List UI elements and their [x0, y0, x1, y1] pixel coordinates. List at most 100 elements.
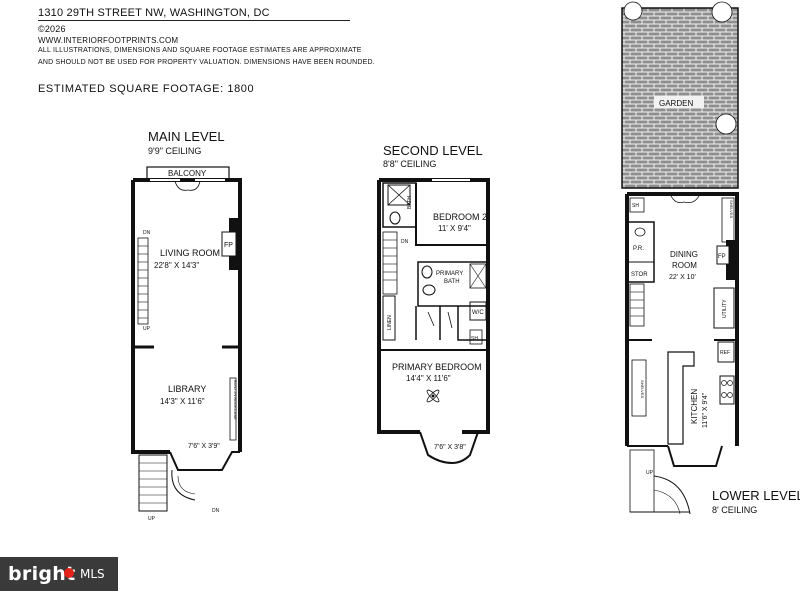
main-stair: DN UP [137, 230, 151, 332]
ceiling-fan-icon [426, 389, 440, 403]
plan-line [387, 184, 411, 206]
utility-closet [713, 287, 735, 329]
levels-lower-dining-room-2: ROOM [672, 261, 697, 270]
levels-lower-sh: SH [632, 203, 639, 209]
levels-lower-shelves: SHELVES [729, 200, 734, 218]
plan-line [422, 284, 436, 296]
plan-line [717, 341, 735, 363]
plan-line [654, 96, 704, 108]
plan-line [421, 265, 433, 279]
main-level-title: MAIN LEVEL [148, 129, 225, 144]
garden-label: GARDEN [659, 99, 693, 108]
plan-line [469, 263, 487, 289]
levels-second-sh: SH [471, 336, 478, 342]
plan-line [721, 392, 727, 398]
second-level-title: SECOND LEVEL [383, 143, 483, 158]
levels-lower-fp: FP [718, 254, 726, 260]
plan-line [174, 180, 201, 191]
lower-level-title: LOWER LEVEL [712, 488, 800, 503]
primary-bedroom-dim: 14'4" X 11'6" [406, 374, 451, 383]
kitchen-label: KITCHEN [690, 389, 699, 424]
plan-line [627, 221, 655, 283]
plan-line [623, 1, 643, 21]
main-fp-label: FP [224, 242, 233, 249]
website-text: WWW.INTERIORFOOTPRINTS.COM [38, 36, 179, 45]
bedroom-2-dim: 11' X 9'4" [438, 224, 471, 233]
plan-line [171, 469, 196, 501]
plan-line [669, 193, 701, 204]
levels-main-up: UP [143, 326, 151, 332]
second-stair: DN [382, 231, 409, 295]
powder-room-label: P.R. [633, 246, 644, 252]
levels-lower-shelves: SHELVES [640, 380, 645, 398]
disclaimer-line-1: ALL ILLUSTRATIONS, DIMENSIONS AND SQUARE… [38, 47, 362, 54]
plan-line [427, 311, 453, 329]
header-divider [38, 20, 350, 21]
levels-second-primary-bath-1: PRIMARY [436, 271, 463, 277]
brand-accent-dot [64, 568, 74, 578]
kitchen-dim: 11'6" X 9'4" [702, 392, 709, 428]
levels-second-bath: BATH [407, 196, 413, 209]
main-front-bay [169, 451, 240, 471]
brand-name: bright [8, 563, 76, 585]
plan-line [631, 359, 647, 417]
primary-bath [417, 261, 489, 307]
plan-line [629, 449, 655, 513]
plan-line [426, 389, 440, 403]
plan-line [629, 197, 645, 213]
dining-room-dim: 22' X 10' [669, 274, 696, 281]
levels-lower-up: UP [646, 470, 654, 476]
built-in-bookcase [229, 377, 237, 441]
library-label: LIBRARY [168, 384, 206, 394]
plan-line [382, 231, 398, 295]
plan-line [389, 211, 401, 225]
levels-main-dn: DN [143, 230, 151, 236]
plan-line [716, 245, 730, 265]
plan-line [653, 489, 681, 515]
levels-second-wic: W/C [472, 310, 484, 316]
lower-level-plan: GARDEN SH P.R. STOR SHELVES DINING ROOM … [621, 1, 800, 515]
plan-line [431, 394, 435, 398]
plan-line [711, 1, 733, 23]
bright-mls-logo: bright MLS [0, 557, 118, 591]
levels-second-primary-bath-2: BATH [444, 279, 460, 285]
kitchen-island [667, 351, 695, 445]
brand-suffix: MLS [80, 567, 105, 581]
plan-line [727, 392, 733, 398]
copyright-text: ©2026 [38, 24, 66, 34]
plan-line [138, 454, 168, 512]
plan-line [469, 329, 483, 345]
dining-room-label: DINING [670, 250, 698, 259]
plan-line [469, 301, 487, 321]
plan-line [177, 475, 196, 495]
library-dim: 14'3" X 11'6" [160, 397, 205, 406]
balcony-label: BALCONY [168, 169, 207, 178]
main-level-ceiling: 9'9" CEILING [148, 146, 201, 156]
plan-line [667, 445, 723, 467]
levels-lower-ref: REF [720, 350, 730, 356]
main-exterior-stair: UP DN [138, 454, 220, 522]
levels-lower-utility: UTILITY [722, 299, 728, 318]
disclaimer-line-2: AND SHOULD NOT BE USED FOR PROPERTY VALU… [38, 59, 375, 66]
levels-main-dn: DN [212, 508, 220, 514]
plan-line [387, 184, 411, 206]
storage-label: STOR [631, 272, 648, 278]
plan-line [426, 389, 440, 403]
living-room-dim: 22'8" X 14'3" [154, 261, 199, 270]
square-footage: ESTIMATED SQUARE FOOTAGE: 1800 [38, 83, 255, 95]
plan-line [721, 380, 727, 386]
plan-line [137, 237, 149, 325]
plan-line [629, 283, 645, 327]
living-room-label: LIVING ROOM [160, 248, 220, 258]
plan-line [415, 306, 488, 341]
main-level-plan: MAIN LEVEL 9'9" CEILING BALCONY FP [131, 129, 242, 522]
bedroom-2-label: BEDROOM 2 [433, 212, 487, 222]
second-level-plan: SECOND LEVEL 8'8" CEILING BATH BEDROOM 2… [377, 143, 490, 465]
plan-line [653, 475, 691, 515]
lower-exterior-wall [625, 192, 739, 446]
plan-line [634, 227, 646, 237]
plan-line [221, 231, 237, 257]
plan-line [719, 375, 735, 405]
plan-line [715, 113, 737, 135]
